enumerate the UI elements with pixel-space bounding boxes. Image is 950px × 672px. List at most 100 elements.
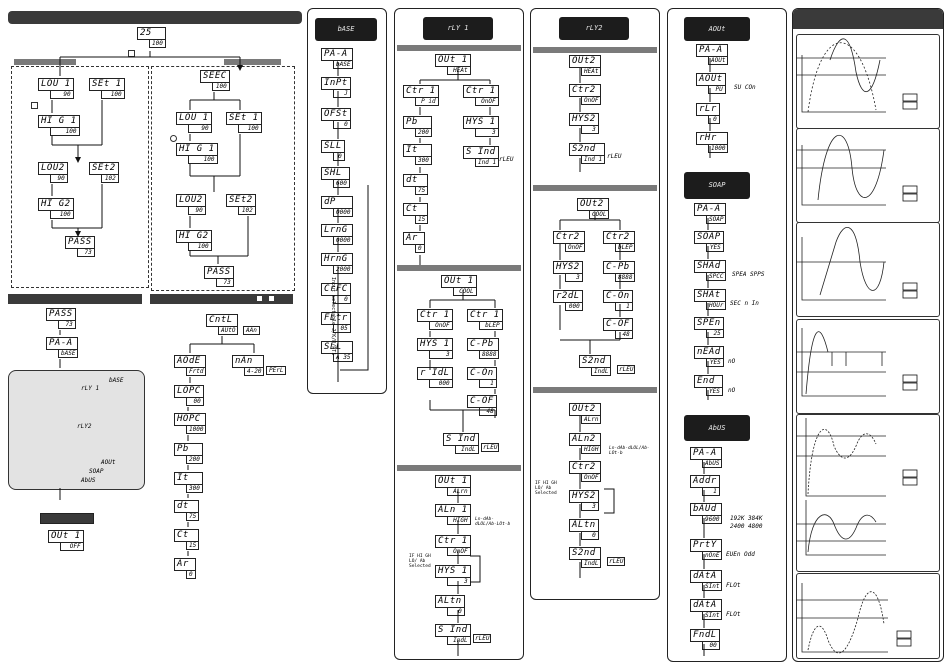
baud-option: 2400 4800: [730, 523, 763, 530]
sind-option: rLEU: [481, 443, 500, 452]
sind-option: rLEU: [499, 156, 514, 163]
left-header-bar: [8, 11, 302, 24]
graph-alarm-ln: [796, 573, 940, 659]
small-square-icon: [128, 50, 135, 57]
lcd-item: rLY 1: [81, 385, 100, 392]
graph-alarm-high: [796, 319, 940, 414]
input-note: Input selectable J/K/R/PT1: [330, 277, 336, 356]
aout-option: SU COn: [734, 84, 756, 91]
soak-option: nO: [728, 358, 736, 365]
lcd-item: rLY2: [77, 423, 92, 430]
graphs-header: [793, 9, 943, 29]
soak-header: SOAP: [684, 172, 750, 199]
soak-option: nO: [728, 387, 736, 394]
alarm-condition-note: IF HI GH LO/ Ab Selected: [535, 481, 557, 496]
cntl-manual-option: AAn: [243, 326, 260, 335]
section-bar: [397, 265, 521, 271]
data-option: FLOt: [726, 582, 741, 589]
pct-option: PErL: [266, 366, 287, 375]
soak-option: SEC n In: [730, 300, 759, 307]
baud-option: 192K 384K: [730, 515, 763, 522]
soak-option: SPEA SPPS: [732, 271, 765, 278]
graph-cool: [796, 222, 940, 317]
graphs-panel: [792, 8, 944, 662]
aout-header: AOUt: [684, 17, 750, 41]
base-header: bASE: [315, 18, 377, 41]
graph-heat-onof: [796, 128, 940, 223]
checkbox-icon: [269, 296, 274, 301]
lcd-menu: bASE rLY 1 rLY2 AOUt SOAP AbUS: [8, 370, 145, 490]
data-option: FLOt: [726, 611, 741, 618]
alarm-mode-note: Ln-dAb-dLOL/Ab-LOt-b: [475, 517, 511, 527]
lcd-item: AbUS: [81, 477, 96, 484]
parity-option: EUEn Odd: [726, 551, 755, 558]
section-bar-pass: [8, 294, 142, 304]
section-bar: [397, 465, 521, 471]
section-bar: [533, 47, 657, 53]
